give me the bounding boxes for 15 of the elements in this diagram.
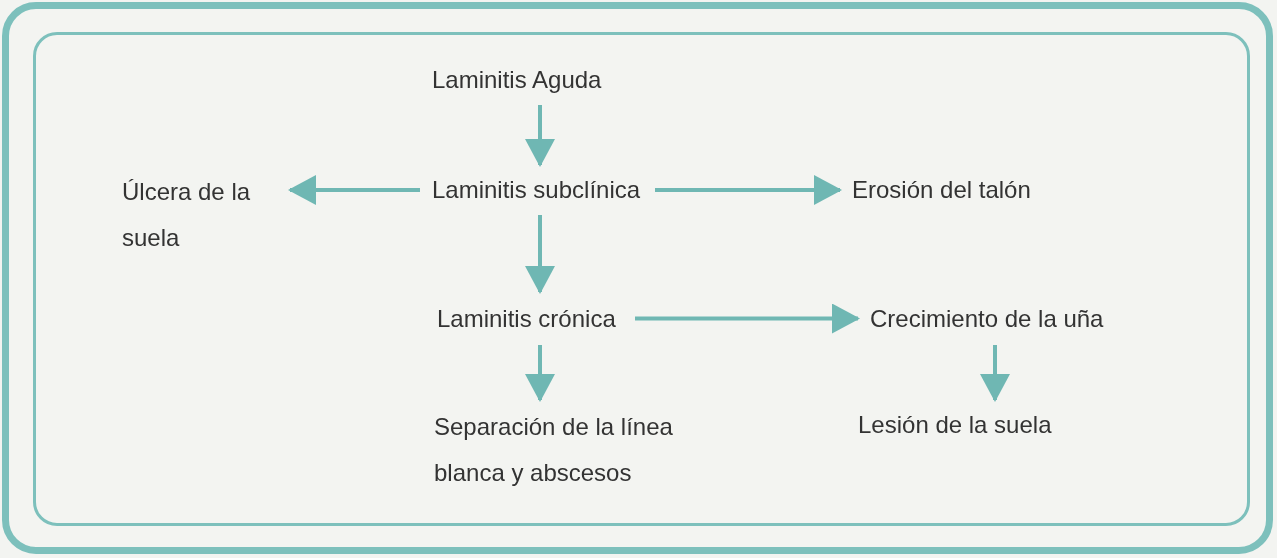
- arrow: [655, 175, 842, 205]
- arrow: [525, 345, 555, 402]
- node-label: Úlcera de la suela: [122, 177, 252, 253]
- arrow: [980, 345, 1010, 402]
- arrow: [635, 303, 860, 334]
- node-label: Erosión del talón: [852, 175, 1032, 205]
- arrow: [525, 215, 555, 294]
- node-label: Laminitis subclínica: [432, 175, 642, 205]
- node-label: Separación de la línea blanca y abscesos: [434, 412, 674, 488]
- arrow: [288, 175, 420, 205]
- node-label: Laminitis Aguda: [432, 65, 603, 95]
- node-label: Crecimiento de la uña: [870, 303, 1105, 334]
- node-label: Lesión de la suela: [858, 410, 1053, 440]
- arrow: [525, 105, 555, 167]
- node-label: Laminitis crónica: [437, 303, 617, 334]
